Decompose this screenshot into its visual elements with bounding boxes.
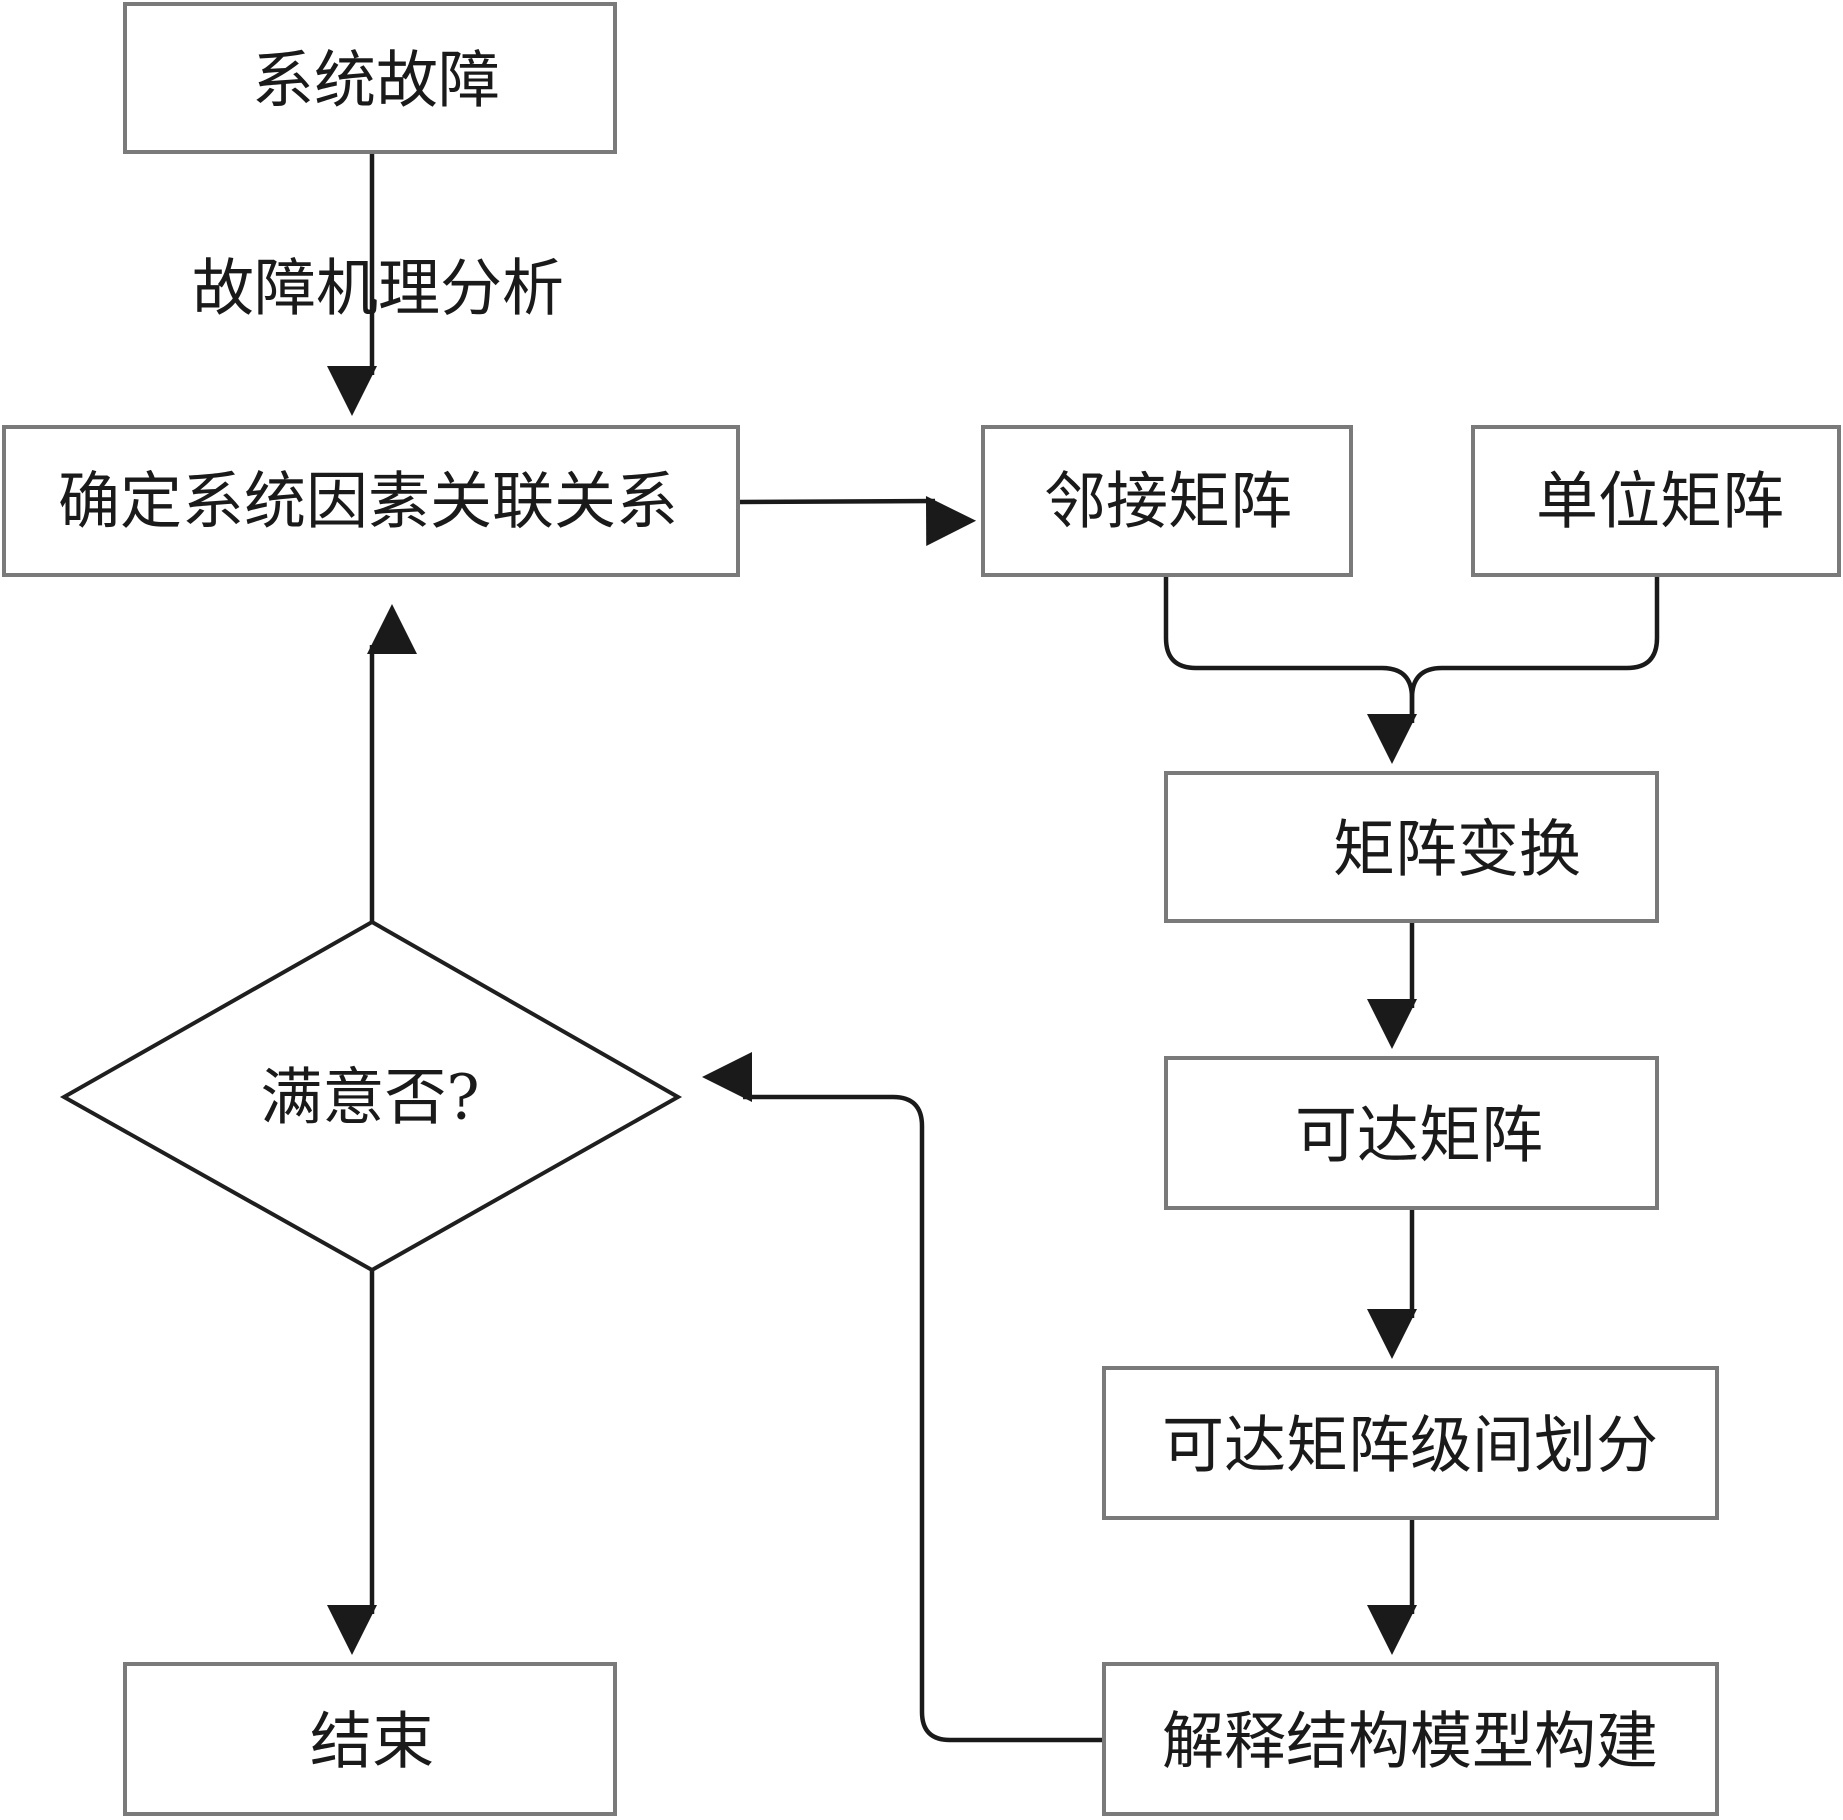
node-end-label: 结束 [310,1705,434,1778]
edge-adjacency-merge [1163,574,1415,715]
node-reachable-label: 可达矩阵 [1295,1099,1543,1172]
node-partition: 可达矩阵级间划分 [1102,1366,1719,1520]
node-transform: 矩阵变换 [1164,771,1659,923]
node-model: 解释结构模型构建 [1102,1662,1719,1816]
edge-identity-merge [1409,574,1660,699]
node-adjacency: 邻接矩阵 [981,425,1353,577]
node-relation: 确定系统因素关联关系 [2,425,740,577]
node-identity-label: 单位矩阵 [1536,465,1784,538]
node-satisfied: 满意否? [59,919,683,1273]
node-system-fault-label: 系统故障 [252,44,500,117]
edge-model-to-decision [702,1052,1104,1743]
node-adjacency-label: 邻接矩阵 [1044,465,1292,538]
node-model-label: 解释结构模型构建 [1162,1705,1658,1778]
node-system-fault: 系统故障 [123,2,617,154]
edge-label-mechanism: 故障机理分析 [192,252,564,325]
node-relation-label: 确定系统因素关联关系 [58,465,678,538]
node-reachable: 可达矩阵 [1164,1056,1659,1210]
node-satisfied-label: 满意否? [260,1061,479,1134]
node-partition-label: 可达矩阵级间划分 [1162,1409,1658,1482]
node-identity: 单位矩阵 [1471,425,1841,577]
edges [327,152,1660,1743]
edge-relation-to-adjacency [737,496,977,547]
node-end: 结束 [123,1662,617,1816]
node-transform-label: 矩阵变换 [1333,813,1581,886]
